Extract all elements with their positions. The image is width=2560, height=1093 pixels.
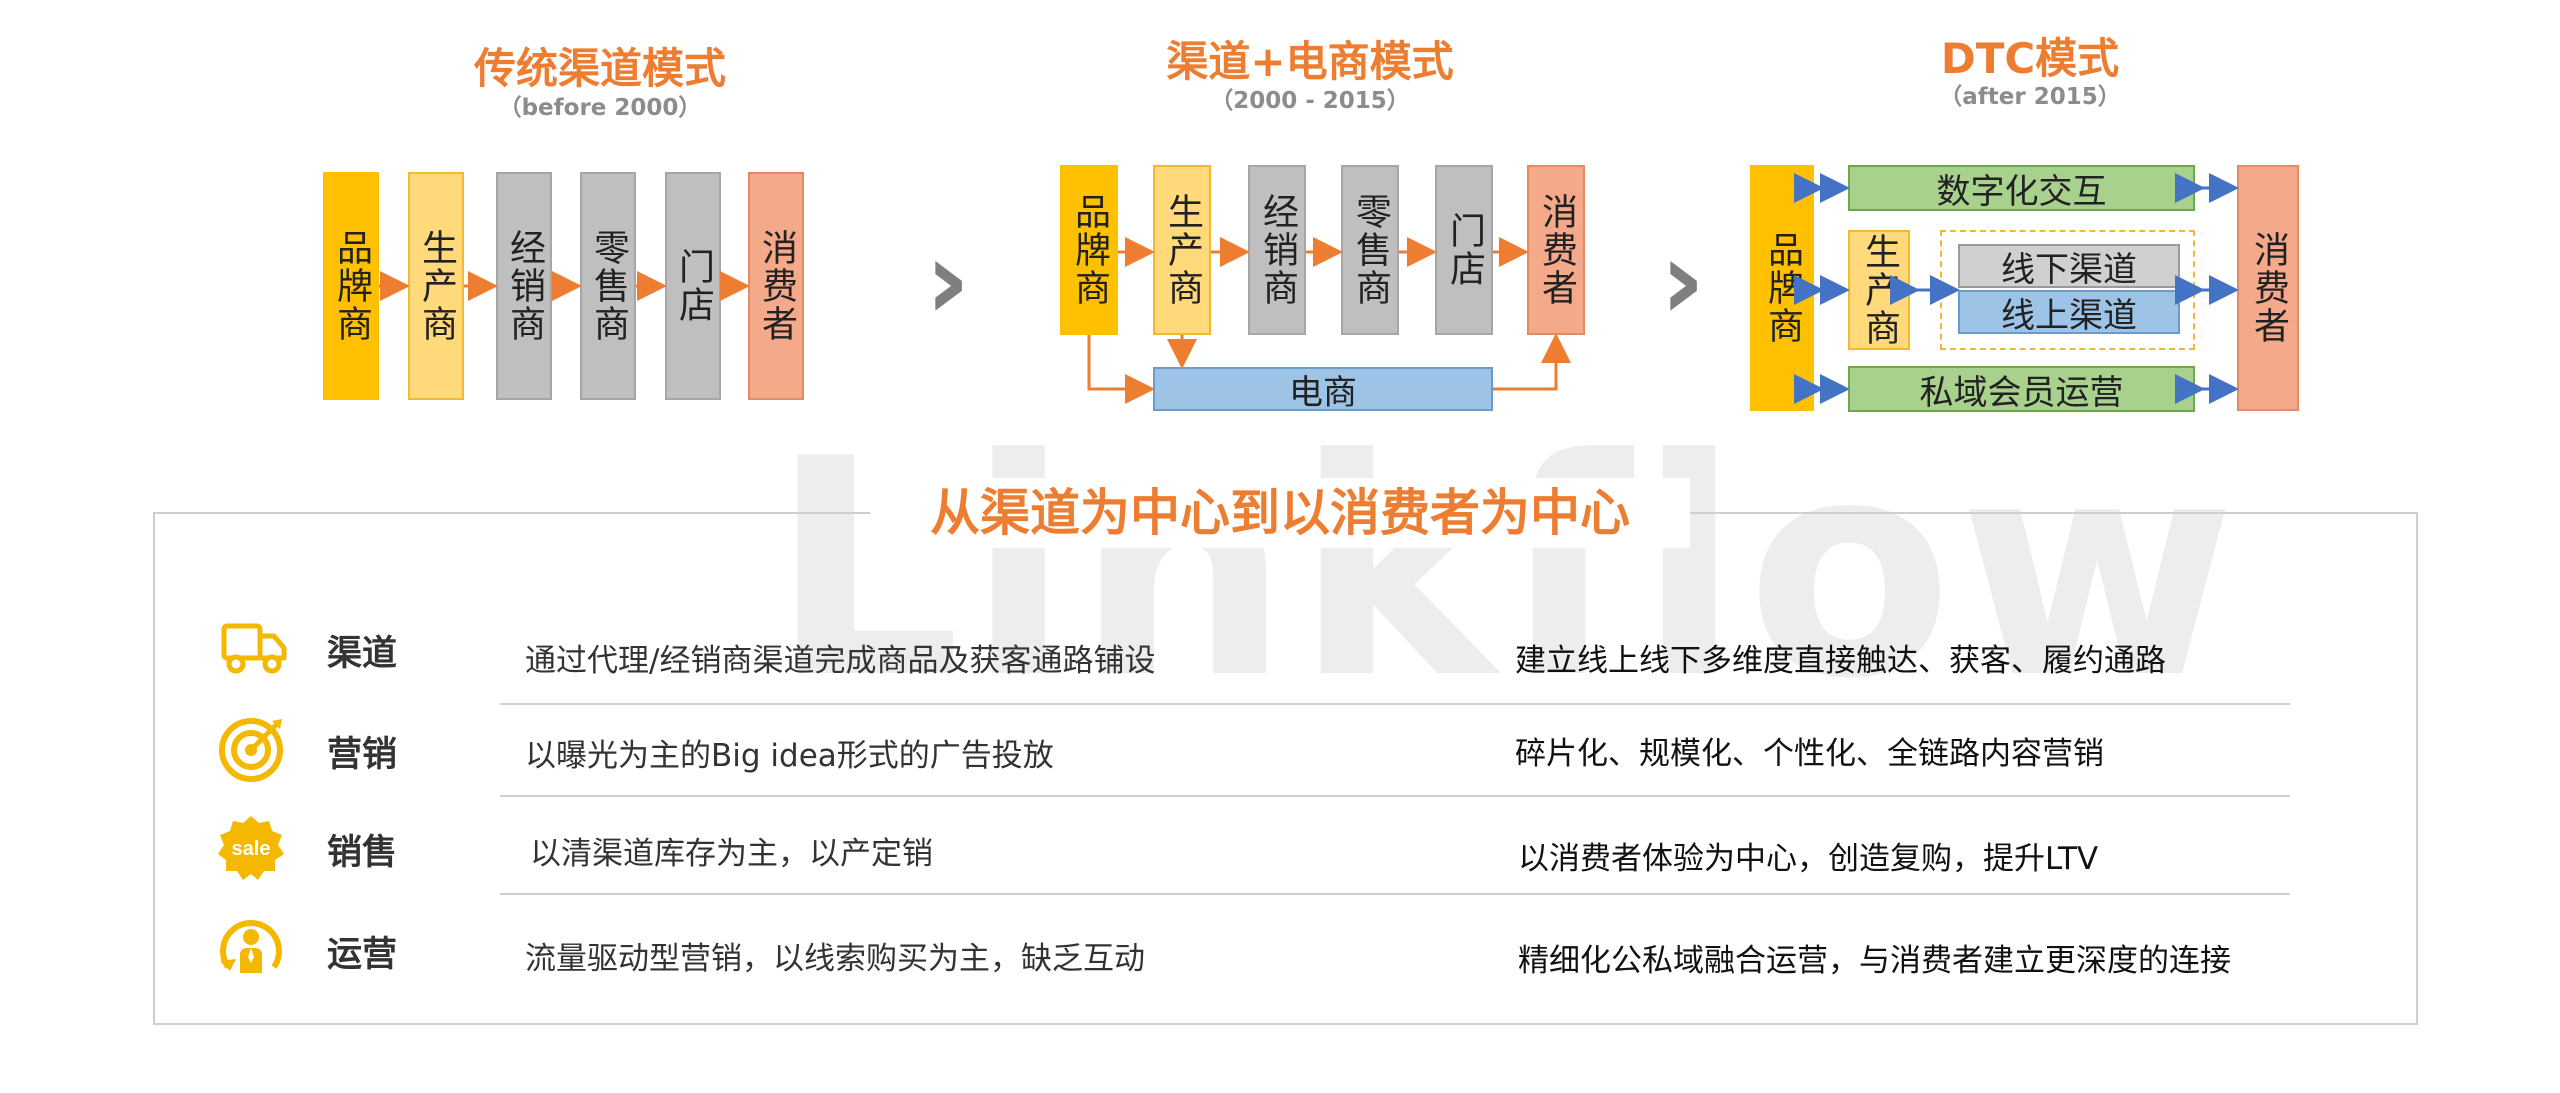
svg-text:sale: sale	[232, 838, 271, 860]
row-before-channel: 通过代理/经销商渠道完成商品及获客通路铺设	[525, 643, 1156, 679]
row-before-operation: 流量驱动型营销，以线索购买为主，缺乏互动	[525, 941, 1145, 977]
node-brand: 品牌商	[1750, 165, 1814, 411]
node-online-channel: 线上渠道	[1958, 290, 2180, 336]
node-distributor: 经销商	[496, 172, 552, 400]
row-after-operation: 精细化公私域融合运营，与消费者建立更深度的连接	[1518, 943, 2231, 979]
node-brand: 品牌商	[323, 172, 379, 400]
mode-period-traditional: （before 2000）	[498, 95, 702, 121]
node-private-membership: 私域会员运营	[1848, 366, 2195, 413]
row-label-channel: 渠道	[327, 634, 398, 674]
person-growth-icon	[220, 920, 282, 973]
node-retailer: 零售商	[1341, 165, 1399, 335]
mode-period-ecommerce: （2000 - 2015）	[1210, 88, 1410, 114]
row-before-marketing: 以曝光为主的Big idea形式的广告投放	[525, 738, 1054, 774]
row-divider	[500, 893, 2290, 895]
row-label-sales: 销售	[327, 833, 398, 873]
target-icon	[219, 718, 283, 782]
truck-icon	[221, 623, 287, 674]
node-producer: 生产商	[408, 172, 464, 400]
mode-title-ecommerce: 渠道+电商模式	[1166, 37, 1454, 86]
node-consumer: 消费者	[1527, 165, 1585, 335]
row-label-marketing: 营销	[327, 735, 398, 775]
row-after-sales: 以消费者体验为中心，创造复购，提升LTV	[1518, 841, 2099, 877]
row-label-operation: 运营	[327, 935, 398, 975]
row-divider	[500, 703, 2290, 705]
chevron-right-icon: ›	[1660, 216, 1706, 344]
row-after-channel: 建立线上线下多维度直接触达、获客、履约通路	[1515, 643, 2166, 679]
row-after-marketing: 碎片化、规模化、个性化、全链路内容营销	[1515, 736, 2104, 772]
sale-icon: sale	[218, 816, 284, 880]
watermark: Linkflow	[770, 395, 2242, 744]
node-ecommerce: 电商	[1153, 367, 1493, 413]
chevron-right-icon: ›	[925, 216, 971, 344]
comparison-title: 从渠道为中心到以消费者为中心	[870, 478, 1690, 548]
node-offline-channel: 线下渠道	[1958, 244, 2180, 290]
node-producer: 生产商	[1153, 165, 1211, 335]
mode-title-traditional: 传统渠道模式	[473, 44, 726, 93]
node-consumer: 消费者	[748, 172, 804, 400]
node-brand: 品牌商	[1060, 165, 1118, 335]
row-divider	[500, 795, 2290, 797]
node-digital-interaction: 数字化交互	[1848, 165, 2195, 212]
row-before-sales: 以清渠道库存为主，以产定销	[530, 836, 933, 872]
node-consumer: 消费者	[2237, 165, 2299, 411]
mode-title-dtc: DTC模式	[1940, 34, 2120, 83]
node-retailer: 零售商	[580, 172, 636, 400]
mode-period-dtc: （after 2015）	[1939, 84, 2121, 110]
